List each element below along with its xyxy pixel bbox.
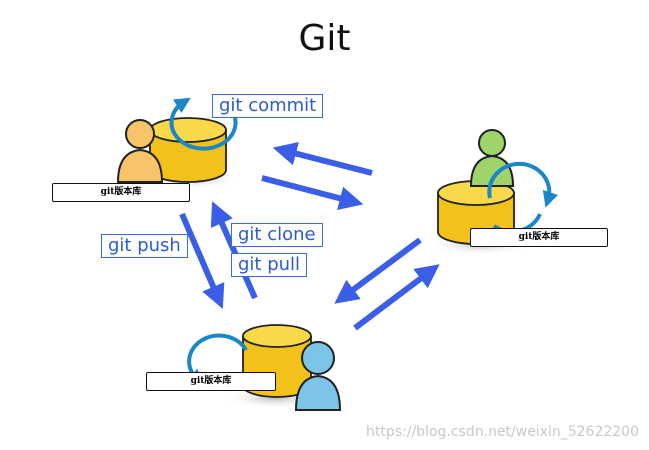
person-orange: [116, 119, 164, 183]
git-clone-label: git clone: [231, 223, 323, 247]
arrow-right-to-bottom: [334, 237, 422, 304]
watermark: https://blog.csdn.net/weixin_52622200: [365, 424, 639, 440]
arrow-bottom-to-right: [353, 264, 440, 331]
diagram-title: Git: [298, 18, 351, 59]
cycle-icon: [186, 333, 248, 386]
repo-bottom: [186, 324, 342, 411]
arrow-topleft-to-right: [261, 175, 364, 210]
git-push-label: git push: [101, 234, 188, 258]
arrow-push-down: [179, 212, 225, 309]
repo-label-top-left: git版本库: [52, 183, 190, 202]
commit-cycle-icon: [169, 97, 238, 151]
repo-label-right: git版本库: [470, 228, 608, 247]
person-blue: [294, 341, 342, 411]
git-commit-label: git commit: [212, 94, 324, 118]
git-pull-label: git pull: [231, 253, 308, 277]
repo-label-bottom: git版本库: [146, 372, 276, 391]
person-green: [469, 129, 515, 187]
arrow-right-to-topleft: [272, 141, 373, 176]
repo-top-left: [116, 97, 242, 190]
